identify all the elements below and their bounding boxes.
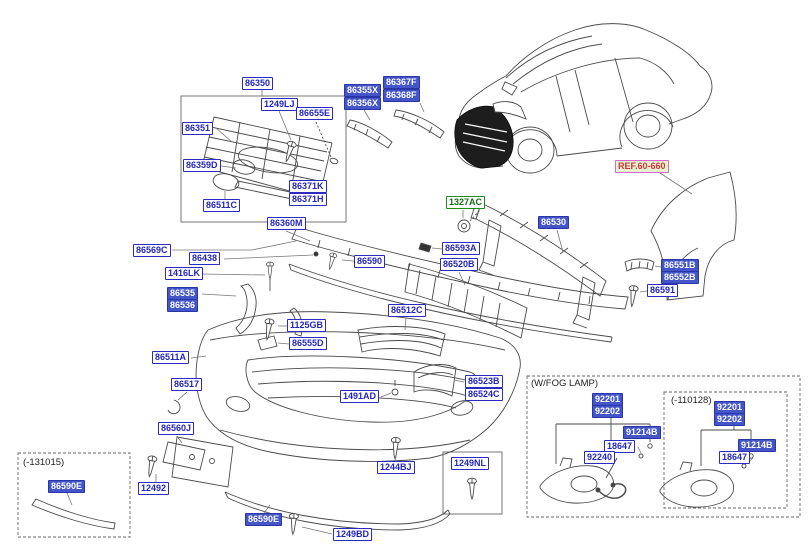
part-label-86590E[interactable]: 86590E — [245, 513, 283, 526]
part-label-91214B-fog[interactable]: 91214B — [623, 426, 661, 439]
part-label-86523B[interactable]: 86523B — [465, 375, 503, 388]
side-bracket-drawings — [346, 109, 445, 149]
part-label-92240[interactable]: 92240 — [584, 451, 616, 464]
part-label-86512C[interactable]: 86512C — [388, 304, 426, 317]
part-label-91214B-pre[interactable]: 91214B — [738, 439, 776, 452]
part-label-86530[interactable]: 86530 — [538, 216, 570, 229]
part-label-86536[interactable]: 86536 — [167, 299, 199, 312]
part-label-86524C[interactable]: 86524C — [465, 388, 503, 401]
part-label-86355X[interactable]: 86355X — [344, 84, 382, 97]
part-label-86590[interactable]: 86590 — [354, 255, 386, 268]
fog-lamp-box-caption: (W/FOG LAMP) — [531, 378, 599, 389]
part-label-86569C[interactable]: 86569C — [133, 244, 171, 257]
part-label-86368F[interactable]: 86368F — [383, 89, 420, 102]
part-label-1491AD[interactable]: 1491AD — [340, 390, 380, 403]
bumper-cover-drawing — [195, 311, 521, 462]
part-label-86438[interactable]: 86438 — [189, 252, 221, 265]
part-label-1249LJ[interactable]: 1249LJ — [261, 98, 298, 111]
part-label-86590E-variant[interactable]: 86590E — [48, 480, 86, 493]
part-label-86517[interactable]: 86517 — [171, 378, 203, 391]
part-label-86371K[interactable]: 86371K — [289, 180, 327, 193]
part-label-92202-pre[interactable]: 92202 — [714, 413, 746, 426]
part-label-86371H[interactable]: 86371H — [289, 193, 327, 206]
part-label-1244BJ[interactable]: 1244BJ — [377, 461, 415, 474]
part-label-18647-fog[interactable]: 18647 — [604, 440, 636, 453]
car-illustration — [454, 23, 713, 174]
leader-lines — [66, 90, 754, 535]
part-label-1125GB[interactable]: 1125GB — [287, 319, 327, 332]
part-label-86520B[interactable]: 86520B — [440, 258, 478, 271]
ref-label-60-660[interactable]: REF.60-660 — [615, 160, 669, 173]
part-label-86511A[interactable]: 86511A — [152, 351, 190, 364]
part-label-18647-pre[interactable]: 18647 — [719, 451, 751, 464]
lower-grille-fog-bezel-drawings — [257, 317, 457, 397]
variant-caption-131015: (-131015) — [23, 457, 65, 468]
energy-absorber-drawing — [404, 263, 528, 339]
small-bracket-drawings — [235, 242, 432, 337]
part-label-1249NL[interactable]: 1249NL — [451, 457, 490, 470]
part-label-1416LK[interactable]: 1416LK — [165, 267, 204, 280]
variant-caption-110128: (-110128) — [671, 395, 712, 406]
part-label-86655E[interactable]: 86655E — [296, 107, 334, 120]
part-label-86367F[interactable]: 86367F — [383, 76, 420, 89]
reinforcement-beam-drawing — [457, 202, 607, 329]
part-label-1327AC[interactable]: 1327AC — [446, 196, 486, 209]
part-label-86360M[interactable]: 86360M — [267, 217, 306, 230]
part-label-1249BD[interactable]: 1249BD — [333, 528, 373, 541]
part-label-86593A[interactable]: 86593A — [442, 242, 480, 255]
plate-lip-drawings — [31, 380, 477, 535]
part-label-86351[interactable]: 86351 — [182, 122, 214, 135]
part-label-92202-fog[interactable]: 92202 — [592, 405, 624, 418]
part-label-86356X[interactable]: 86356X — [344, 97, 382, 110]
part-label-86359D[interactable]: 86359D — [183, 159, 221, 172]
part-label-86591[interactable]: 86591 — [647, 284, 679, 297]
part-label-12492[interactable]: 12492 — [138, 482, 170, 495]
fender-drawing — [624, 171, 737, 308]
part-label-86552B[interactable]: 86552B — [661, 271, 699, 284]
fog-lamp-drawings — [539, 415, 754, 508]
part-label-92201-pre[interactable]: 92201 — [714, 401, 746, 414]
part-label-86555D[interactable]: 86555D — [289, 337, 327, 350]
part-label-86511C[interactable]: 86511C — [203, 199, 241, 212]
part-label-86560J[interactable]: 86560J — [158, 422, 195, 435]
part-label-86350[interactable]: 86350 — [242, 77, 274, 90]
frame-boxes — [17, 95, 801, 538]
